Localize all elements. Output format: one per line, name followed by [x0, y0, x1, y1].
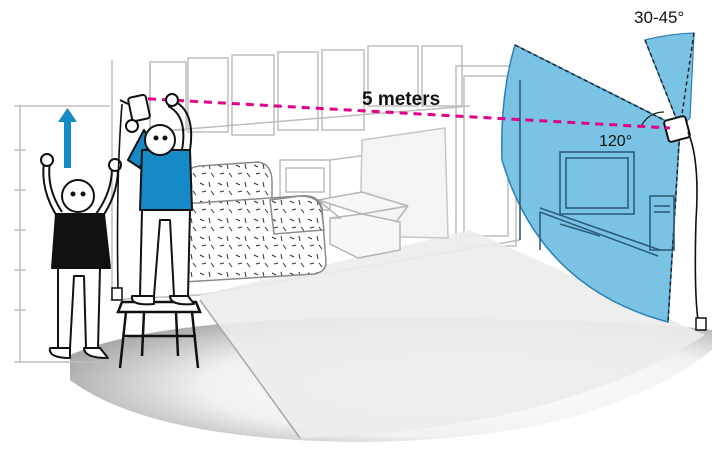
floor-line	[199, 299, 301, 439]
tilt-angle-label: 30-45°	[634, 8, 685, 27]
height-ruler	[14, 105, 110, 363]
distance-measure-line	[133, 96, 671, 130]
base-station-icon	[663, 115, 707, 331]
sofa	[172, 161, 327, 283]
distance-label: 5 meters	[362, 89, 441, 110]
power-outlet-icon	[111, 287, 123, 301]
arrow-up-icon	[58, 108, 77, 168]
person-black-shirt	[40, 153, 122, 359]
base-station-icon	[111, 93, 151, 301]
floor-surface	[200, 230, 705, 438]
power-outlet-icon	[695, 317, 707, 331]
tv-setup	[519, 80, 675, 257]
tv	[559, 151, 635, 215]
field-of-view-label: 120°	[599, 133, 633, 150]
cardboard-box	[317, 191, 409, 259]
pc-tower	[649, 195, 675, 251]
person-blue-shirt	[125, 93, 195, 306]
